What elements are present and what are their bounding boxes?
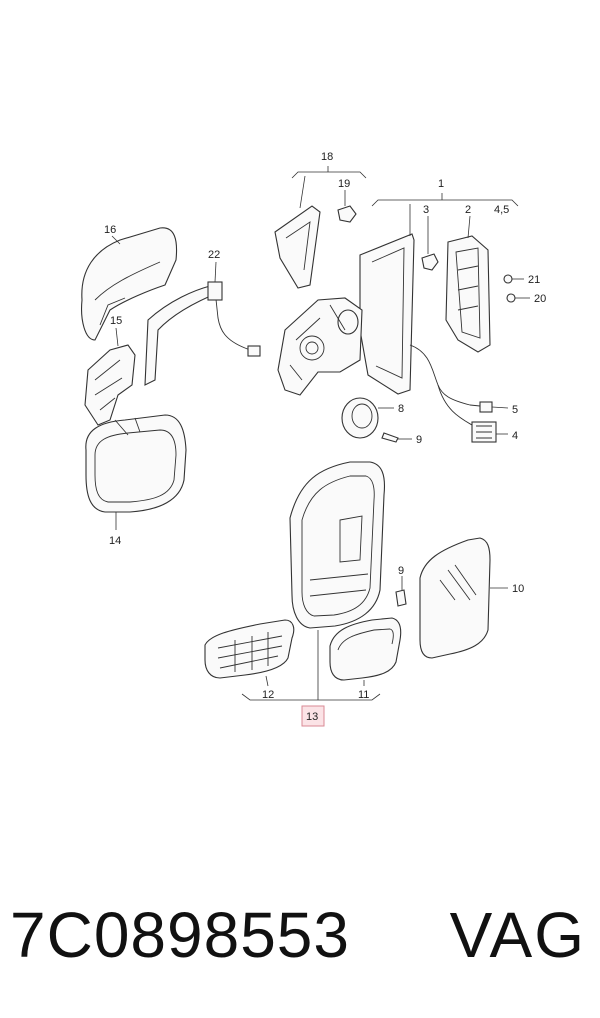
part-3-grommet <box>421 253 439 271</box>
part-19-clip <box>337 205 357 223</box>
callout-2: 2 <box>465 204 471 216</box>
callout-14: 14 <box>109 535 121 547</box>
part-14-housing <box>85 414 187 513</box>
callout-22: 22 <box>208 249 220 261</box>
brand-name: VAG <box>449 899 586 971</box>
callout-20: 20 <box>534 293 546 305</box>
part-21-screw <box>503 274 524 284</box>
part-22-cable <box>144 281 261 386</box>
part-4-connector <box>471 421 508 443</box>
callout-12: 12 <box>262 689 274 701</box>
part-9-screw-lower <box>395 576 407 607</box>
callout-1: 1 <box>438 178 444 190</box>
callout-9-upper: 9 <box>416 434 422 446</box>
callout-8: 8 <box>398 403 404 415</box>
part-10-mirror-glass <box>419 537 491 659</box>
part-8-motor <box>341 397 379 439</box>
part-1-mirror-base <box>277 233 481 426</box>
part-5-connector <box>479 401 509 413</box>
callout-16: 16 <box>104 224 116 236</box>
exploded-parts-diagram: 16 15 22 14 18 19 <box>81 151 546 727</box>
part-13-carrier-frame <box>289 461 386 629</box>
part-11-wide-angle-glass <box>329 617 402 681</box>
callout-19: 19 <box>338 178 350 190</box>
part-18-trim <box>274 205 321 289</box>
callout-11: 11 <box>358 689 369 701</box>
callout-21: 21 <box>528 274 540 286</box>
callout-4: 4 <box>512 430 518 442</box>
callout-4-5: 4,5 <box>494 204 509 216</box>
callout-13-highlight-box <box>301 705 325 727</box>
part-15-bracket <box>84 344 136 426</box>
callout-5: 5 <box>512 404 518 416</box>
callout-10: 10 <box>512 583 524 595</box>
callout-9-lower: 9 <box>398 565 404 577</box>
part-12-heater-element <box>204 619 295 679</box>
part-20-screw <box>506 293 530 303</box>
part-9-screw-upper <box>381 432 412 443</box>
callout-15: 15 <box>110 315 122 327</box>
footer: 7C0898553 VAG <box>0 880 600 990</box>
part-2-panel <box>445 235 491 353</box>
callout-18: 18 <box>321 151 333 163</box>
part-16-mirror-cap <box>81 227 178 341</box>
callout-13: 13 <box>306 711 318 723</box>
part-number: 7C0898553 <box>10 899 350 971</box>
callout-3: 3 <box>423 204 429 216</box>
